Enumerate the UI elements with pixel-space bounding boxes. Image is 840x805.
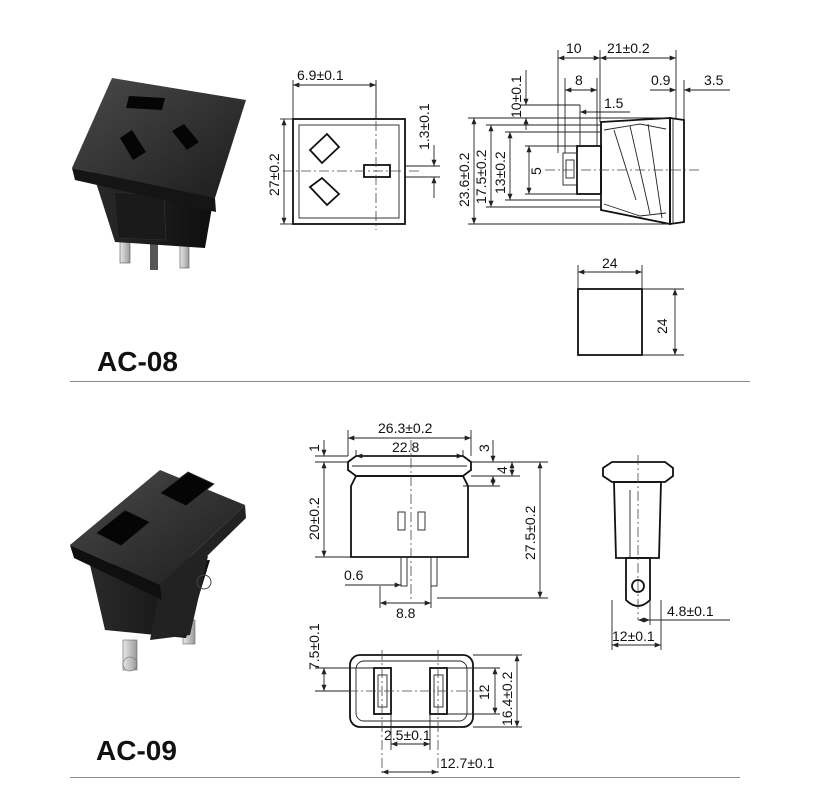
dim-ac08-side-d3: 8 [575,72,583,88]
divider-bottom [70,777,740,778]
dim-ac09-hole: 4.8±0.1 [667,603,714,619]
dim-ac08-side-d4: 0.9 [651,72,671,88]
model-title-ac08: AC-08 [97,346,178,377]
dim-ac09-body-h: 20±0.2 [306,497,322,540]
dim-ac08-side-v3: 17.5±0.2 [473,149,489,204]
dim-ac09-rim-r2: 4 [494,466,510,474]
dim-ac09-inner-w: 22.8 [392,439,419,455]
model-title-ac09: AC-09 [96,735,177,766]
dim-ac08-slot-off: 1.3±0.1 [416,103,432,150]
dim-ac09-slot-pitch: 12.7±0.1 [440,755,495,771]
ac09-front-view [315,430,548,608]
dim-ac09-side-w: 12±0.1 [612,628,655,644]
dim-ac09-rim-t: 1 [306,444,322,452]
dim-ac09-total-h: 27.5±0.2 [522,505,538,560]
dim-ac09-cut-h2: 16.4±0.2 [499,671,515,726]
dim-ac09-outer-w: 26.3±0.2 [378,420,433,436]
ac08-side-view [468,50,730,226]
dim-ac08-side-d2: 21±0.2 [607,40,650,56]
ac08-front-view [280,80,440,230]
dim-ac09-slot-w: 2.5±0.1 [384,727,431,743]
dim-ac08-side-v1: 10±0.1 [508,75,524,118]
dim-ac08-side-v4: 13±0.2 [492,151,508,194]
dim-ac09-cut-h1: 12 [476,684,492,700]
dim-ac08-cut-h: 24 [654,318,670,334]
ac08-panel-cutout [577,265,684,356]
dim-ac08-top-w: 6.9±0.1 [297,67,344,83]
dim-ac08-side-v2: 23.6±0.2 [456,152,472,207]
dim-ac09-pin-t: 0.6 [344,567,364,583]
dim-ac08-side-d5: 3.5 [704,72,724,88]
ac09-panel-cutout [315,650,522,775]
ac08-product-photo [72,78,246,270]
dim-ac09-cut-v1: 7.5±0.1 [306,623,322,670]
ac09-product-photo [70,470,246,672]
ac09-side-view [602,455,730,650]
dim-ac09-pin-gap: 8.8 [396,605,416,621]
dim-ac08-cut-w: 24 [602,255,618,271]
dim-ac08-side-v5: 5 [528,167,544,175]
dim-ac08-side-d6: 1.5 [604,95,624,111]
dim-ac08-side-d1: 10 [566,40,582,56]
divider-top [70,381,750,382]
dim-ac08-slot-h: 27±0.2 [266,153,282,196]
dim-ac09-rim-r1: 3 [476,444,492,452]
